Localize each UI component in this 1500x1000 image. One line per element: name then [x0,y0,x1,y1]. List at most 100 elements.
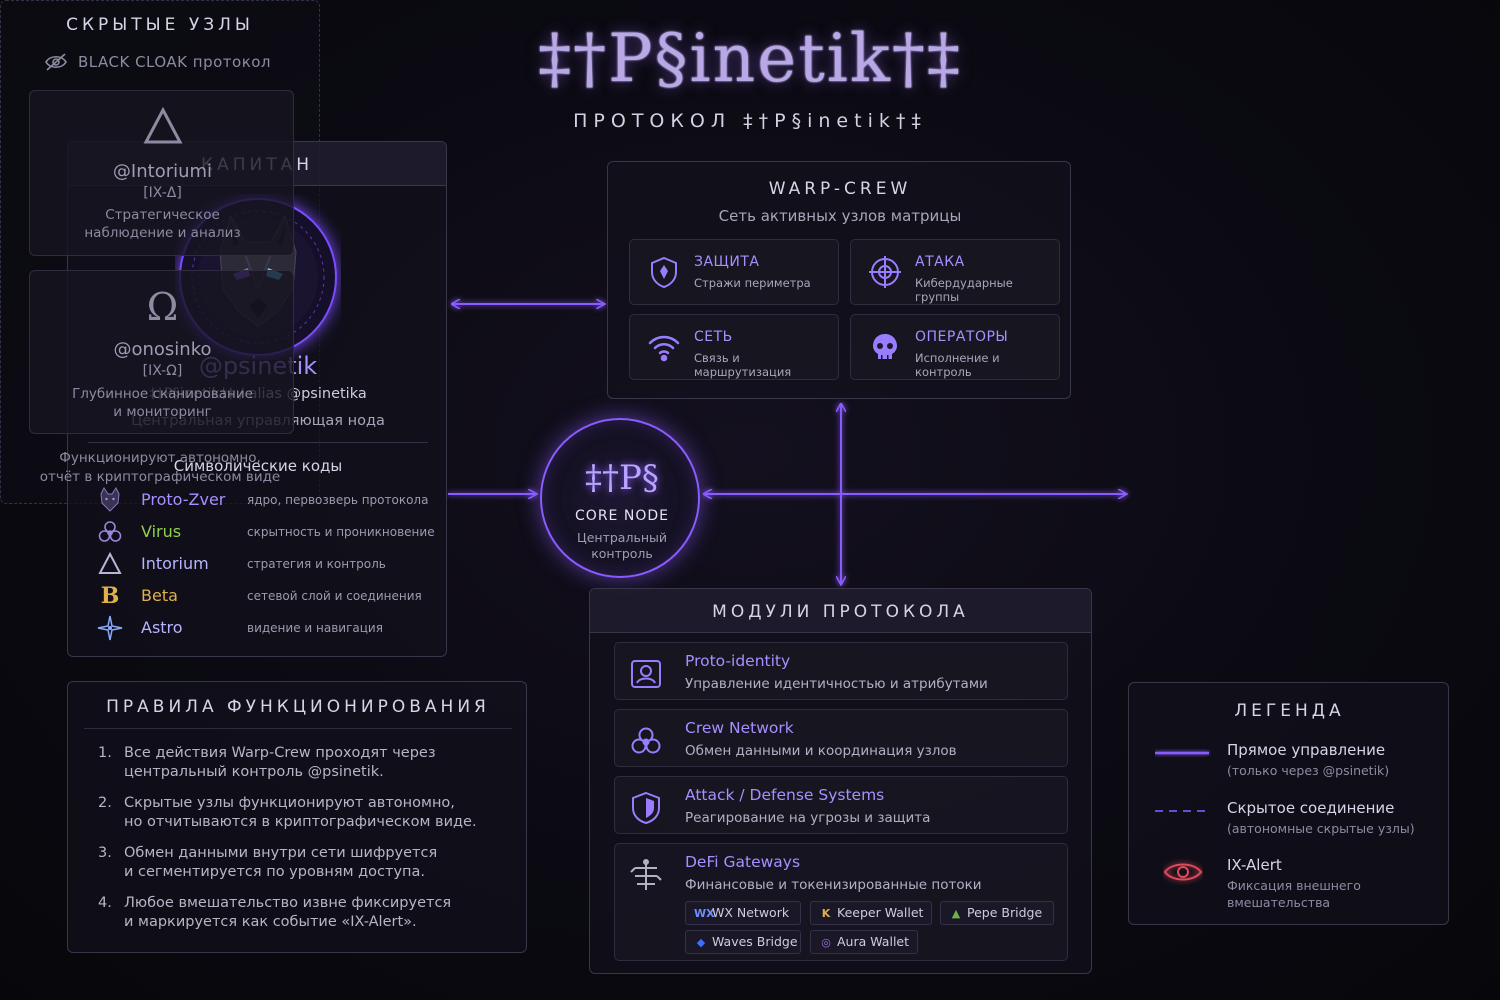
hidden-node-intoriumi[interactable]: @Intoriumi [IX-Δ] Стратегическое наблюде… [29,90,294,256]
warp-cell-title: АТАКА [915,254,965,270]
code-desc: стратегия и контроль [247,557,386,571]
triangle-icon [30,107,295,145]
hidden-protocol: BLACK CLOAK протокол [78,53,272,71]
warp-cell-title: СЕТЬ [694,329,733,345]
code-row-intorium: Intorium стратегия и контроль [96,550,436,580]
module-crew-network[interactable]: Crew Network Обмен данными и координация… [614,709,1068,767]
beta-icon: B [100,583,120,609]
rule-line2: и сегментируется по уровням доступа. [124,864,425,880]
module-title: Proto-identity [685,652,791,670]
chip-aura-wallet[interactable]: ◎ Aura Wallet [810,930,918,954]
module-defi-gateways[interactable]: DeFi Gateways Финансовые и токенизирован… [614,843,1068,961]
star-icon [96,614,124,642]
module-desc: Обмен данными и координация узлов [685,743,957,759]
warp-cell-attack[interactable]: АТАКА Кибердударные группы [850,239,1060,305]
rule-number: 1. [98,745,112,761]
triangle-icon [96,550,124,578]
hidden-heading: СКРЫТЫЕ УЗЛЫ [66,15,254,35]
warp-cell-network[interactable]: СЕТЬ Связь и маршрутизация [629,314,839,380]
chip-waves-bridge[interactable]: ◆Waves Bridge [685,930,801,954]
rule-line2: центральный контроль @psinetik. [124,764,384,780]
chip-label: Aura Wallet [837,934,910,949]
hidden-node-handle: @onosinko [113,339,212,360]
core-node[interactable]: ‡†P§ CORE NODE Центральный контроль [540,418,700,578]
chip-keeper-wallet[interactable]: K Keeper Wallet [810,901,932,925]
code-name: Intorium [141,554,209,573]
rule-line1: Все действия Warp-Crew проходят через [124,745,436,761]
rule-line2: и маркируется как событие «IX-Alert». [124,914,417,930]
rule-number: 3. [98,845,112,861]
code-row-beta: B Beta сетевой слой и соединения [96,582,436,612]
chip-wx-network[interactable]: WXWX Network [685,901,801,925]
shield-icon [627,789,665,827]
wolf-icon [96,486,124,514]
waves-icon: ◆ [696,936,706,949]
core-desc-line2: контроль [591,546,653,561]
crosshair-icon [867,254,903,290]
rule-line1: Скрытые узлы функционируют автономно, [124,795,455,811]
skull-icon [867,329,903,365]
code-name: Proto-Zver [141,490,226,509]
chip-label: Keeper Wallet [837,905,924,920]
code-desc: видение и навигация [247,621,383,635]
hidden-node-desc-line2: наблюдение и анализ [84,225,241,241]
aura-icon: ◎ [821,936,831,949]
warp-cell-operators[interactable]: ОПЕРАТОРЫ Исполнение и контроль [850,314,1060,380]
gateway-icon [627,856,665,894]
warp-subheading: Сеть активных узлов матрицы [718,207,962,225]
rule-number: 4. [98,895,112,911]
omega-icon: Ω [146,285,179,329]
code-row-astro: Astro видение и навигация [96,614,436,644]
hidden-node-desc-line1: Глубинное сканирование [72,386,253,402]
module-desc: Управление идентичностью и атрибутами [685,676,988,692]
legend-item-title: IX-Alert [1227,856,1282,874]
hidden-node-desc-line1: Стратегическое [105,207,220,223]
hidden-node-onosinko[interactable]: Ω @onosinko [IX-Ω] Глубинное сканировани… [29,270,294,434]
legend-item-desc-line2: вмешательства [1227,895,1331,910]
warp-cell-defense[interactable]: ЗАЩИТА Стражи периметра [629,239,839,305]
solid-line-icon [1155,751,1209,755]
warp-cell-desc: Стражи периметра [694,276,811,290]
modules-panel: МОДУЛИ ПРОТОКОЛА Proto-identity Управлен… [589,588,1092,974]
module-proto-identity[interactable]: Proto-identity Управление идентичностью … [614,642,1068,700]
code-row-virus: Virus скрытность и проникновение [96,518,436,548]
rule-line2: но отчитываются в криптографическом виде… [124,814,477,830]
rules-heading: ПРАВИЛА ФУНКЦИОНИРОВАНИЯ [106,697,490,717]
module-title: Attack / Defense Systems [685,786,885,804]
warp-cell-desc: Связь и маршрутизация [694,351,792,379]
keeper-icon: K [821,907,831,920]
legend-item-desc: (только через @psinetik) [1227,763,1390,778]
modules-heading: МОДУЛИ ПРОТОКОЛА [712,602,969,622]
hidden-node-code: [IX-Δ] [143,185,182,201]
code-name: Virus [141,522,182,541]
shield-icon [646,254,682,290]
pepe-icon: ▲ [951,907,961,920]
chip-pepe-bridge[interactable]: ▲Pepe Bridge [940,901,1054,925]
divider [88,442,428,443]
warp-heading: WARP-CREW [768,179,912,199]
code-name: Beta [141,586,178,605]
module-title: Crew Network [685,719,794,737]
biohazard-icon [627,722,665,760]
warp-cell-desc: Исполнение и контроль [915,351,1000,379]
eye-slash-icon [44,52,68,72]
divider [84,728,512,729]
dashed-line-icon [1155,810,1209,812]
page-subtitle: ПРОТОКОЛ ‡†P§inetik†‡ [573,110,927,132]
legend-item-desc: (автономные скрытые узлы) [1227,821,1415,836]
identity-icon [627,655,665,693]
code-desc: ядро, первозверь протокола [247,493,429,507]
legend-item-title: Прямое управление [1227,741,1386,759]
module-attack-defense[interactable]: Attack / Defense Systems Реагирование на… [614,776,1068,834]
rule-number: 2. [98,795,112,811]
core-desc-line1: Центральный [577,530,667,545]
legend-item-title: Скрытое соединение [1227,799,1395,817]
eye-icon [1163,863,1203,881]
chip-label: WX Network [712,905,790,920]
hidden-nodes-panel: СКРЫТЫЕ УЗЛЫ BLACK CLOAK протокол @Intor… [0,0,320,504]
code-desc: скрытность и проникновение [247,525,435,539]
legend-heading: ЛЕГЕНДА [1234,701,1345,721]
legend-panel: ЛЕГЕНДА Прямое управление (только через … [1128,682,1449,925]
hidden-node-handle: @Intoriumi [112,161,213,182]
